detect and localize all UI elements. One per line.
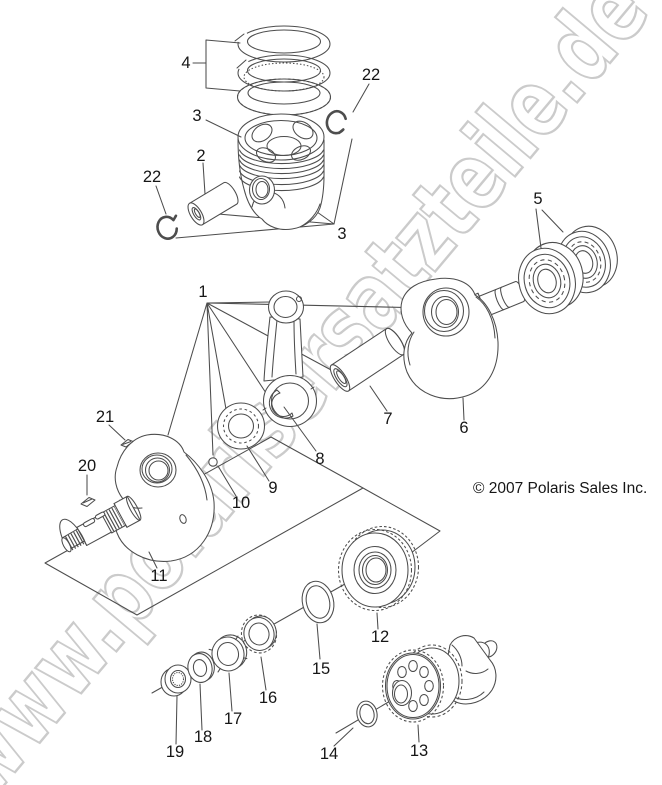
tooth-washer [240,614,278,654]
shaft-nut [160,664,192,697]
callout-16: 16 [259,689,277,707]
lock-nut [208,634,248,673]
callout-3: 3 [337,225,346,243]
callout-18: 18 [194,728,212,746]
callout-6: 6 [459,419,468,437]
callout-13: 13 [410,742,428,760]
callout-19: 19 [166,743,184,761]
key-20 [80,496,96,508]
roller-bearing [216,402,266,450]
o-ring [301,580,335,624]
callout-22: 22 [362,66,380,84]
callout-7: 7 [383,410,392,428]
callout-17: 17 [224,710,242,728]
dowel-ball [208,457,218,467]
woodruff-key-21 [120,438,134,448]
circlip-right [325,109,347,135]
callout-21: 21 [96,408,114,426]
leader-lines [86,39,564,747]
callout-12: 12 [371,628,389,646]
callout-20: 20 [78,457,96,475]
thrust-washer [356,700,378,728]
callout-1: 1 [198,283,207,301]
piston-ring-set [234,25,332,116]
wrist-pin [187,181,239,226]
callout-3: 3 [192,107,201,125]
crankshaft-half-right [400,277,526,400]
callout-2: 2 [196,147,205,165]
callout-14: 14 [320,745,338,763]
callout-5: 5 [533,190,542,208]
copyright-text: © 2007 Polaris Sales Inc. [473,480,647,497]
circlip-left [156,214,179,240]
primary-gear [337,525,420,612]
callout-10: 10 [232,494,250,512]
callout-15: 15 [312,660,330,678]
callout-22: 22 [143,168,161,186]
flat-washer [187,651,215,683]
crankshaft-half-left [59,433,215,562]
connecting-rod [262,290,318,428]
piston [237,113,325,230]
ball-bearing-front [518,241,584,315]
callout-11: 11 [150,567,167,585]
balance-shaft-gear [381,635,498,723]
callout-9: 9 [268,479,277,497]
callout-8: 8 [315,450,324,468]
callout-4: 4 [181,54,190,72]
